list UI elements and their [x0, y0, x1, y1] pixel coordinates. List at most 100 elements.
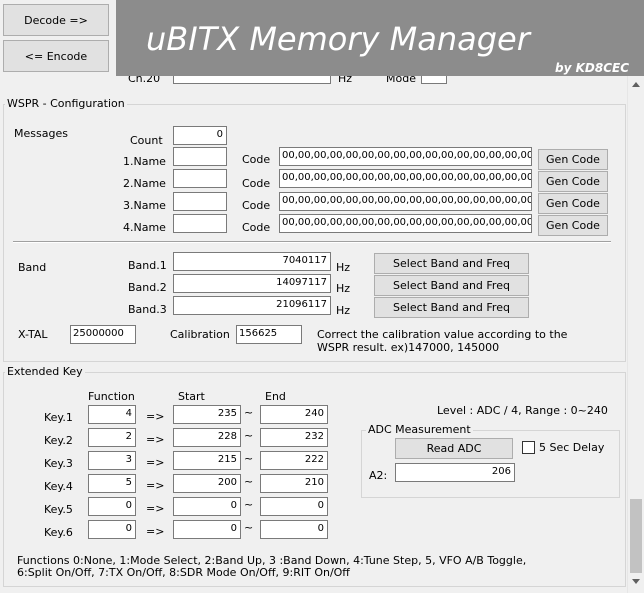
key-2-end-input[interactable]: 232 — [260, 428, 328, 447]
scroll-down-arrow-icon[interactable] — [632, 579, 640, 584]
mode-label: Mode — [386, 76, 416, 85]
level-note: Level : ADC / 4, Range : 0~240 — [437, 404, 608, 417]
key-2-label: Key.2 — [44, 434, 73, 447]
code-4-label: Code — [242, 221, 271, 234]
band-1-label: Band.1 — [128, 259, 167, 272]
select-band-2-button[interactable]: Select Band and Freq — [374, 275, 529, 296]
read-adc-button[interactable]: Read ADC — [395, 438, 513, 459]
delay-label: 5 Sec Delay — [539, 441, 605, 454]
wspr-group-label: WSPR - Configuration — [5, 97, 127, 110]
a2-input[interactable]: 206 — [395, 463, 515, 482]
code-1-label: Code — [242, 153, 271, 166]
key-2-tilde: ~ — [244, 429, 254, 442]
a2-label: A2: — [369, 469, 388, 482]
band-2-label: Band.2 — [128, 281, 167, 294]
key-6-label: Key.6 — [44, 526, 73, 539]
gen-code-2-button[interactable]: Gen Code — [538, 171, 608, 192]
start-header: Start — [178, 390, 205, 403]
extended-key-group-label: Extended Key — [5, 365, 85, 378]
code-2-input[interactable]: 00,00,00,00,00,00,00,00,00,00,00,00,00,0… — [279, 169, 532, 188]
key-2-function-input[interactable]: 2 — [88, 428, 136, 447]
name-2-label: 2.Name — [123, 177, 166, 190]
wspr-separator — [13, 241, 611, 243]
band-3-input[interactable]: 21096117 — [173, 296, 331, 315]
band-3-label: Band.3 — [128, 303, 167, 316]
calibration-label: Calibration — [170, 328, 230, 341]
name-3-label: 3.Name — [123, 199, 166, 212]
key-3-start-input[interactable]: 215 — [173, 451, 241, 470]
band-1-hz-label: Hz — [336, 261, 351, 274]
band-1-input[interactable]: 7040117 — [173, 252, 331, 271]
key-1-start-input[interactable]: 235 — [173, 405, 241, 424]
adc-group — [361, 430, 620, 498]
band-label: Band — [18, 261, 47, 274]
key-1-label: Key.1 — [44, 411, 73, 424]
code-4-input[interactable]: 00,00,00,00,00,00,00,00,00,00,00,00,00,0… — [279, 214, 532, 233]
extended-key-group — [3, 372, 626, 587]
scroll-up-arrow-icon[interactable] — [632, 82, 640, 87]
band-3-hz-label: Hz — [336, 304, 351, 317]
adc-group-label: ADC Measurement — [366, 423, 473, 436]
gen-code-4-button[interactable]: Gen Code — [538, 215, 608, 236]
scrollbar-thumb[interactable] — [630, 499, 642, 573]
key-5-function-input[interactable]: 0 — [88, 497, 136, 516]
code-1-input[interactable]: 00,00,00,00,00,00,00,00,00,00,00,00,00,0… — [279, 147, 532, 166]
key-1-function-input[interactable]: 4 — [88, 405, 136, 424]
key-4-label: Key.4 — [44, 480, 73, 493]
key-6-end-input[interactable]: 0 — [260, 520, 328, 539]
key-1-arrow: => — [146, 410, 165, 423]
key-3-function-input[interactable]: 3 — [88, 451, 136, 470]
key-4-tilde: ~ — [244, 475, 254, 488]
mode-combo[interactable] — [421, 76, 447, 84]
code-2-label: Code — [242, 177, 271, 190]
key-6-arrow: => — [146, 525, 165, 538]
gen-code-3-button[interactable]: Gen Code — [538, 193, 608, 214]
messages-label: Messages — [14, 127, 68, 140]
key-4-arrow: => — [146, 479, 165, 492]
decode-button[interactable]: Decode => — [3, 4, 109, 36]
xtal-input[interactable]: 25000000 — [70, 325, 136, 344]
top-hz-label: Hz — [338, 76, 353, 85]
channel-label: Ch.20 — [128, 76, 161, 85]
app-title: uBITX Memory Manager — [146, 20, 530, 58]
key-4-end-input[interactable]: 210 — [260, 474, 328, 493]
encode-button[interactable]: <= Encode — [3, 40, 109, 72]
name-3-input[interactable] — [173, 192, 227, 211]
code-3-input[interactable]: 00,00,00,00,00,00,00,00,00,00,00,00,00,0… — [279, 192, 532, 211]
functions-note-line-1: Functions 0:None, 1:Mode Select, 2:Band … — [17, 554, 527, 567]
key-5-label: Key.5 — [44, 503, 73, 516]
key-4-function-input[interactable]: 5 — [88, 474, 136, 493]
key-5-start-input[interactable]: 0 — [173, 497, 241, 516]
key-5-tilde: ~ — [244, 498, 254, 511]
key-6-function-input[interactable]: 0 — [88, 520, 136, 539]
key-2-start-input[interactable]: 228 — [173, 428, 241, 447]
key-5-end-input[interactable]: 0 — [260, 497, 328, 516]
vertical-scrollbar[interactable] — [627, 76, 644, 593]
count-input[interactable]: 0 — [173, 126, 227, 145]
key-1-tilde: ~ — [244, 406, 254, 419]
select-band-3-button[interactable]: Select Band and Freq — [374, 297, 529, 318]
key-6-start-input[interactable]: 0 — [173, 520, 241, 539]
channel-combo[interactable] — [173, 76, 331, 84]
delay-checkbox[interactable] — [522, 441, 535, 454]
key-4-start-input[interactable]: 200 — [173, 474, 241, 493]
calibration-note-line-2: WSPR result. ex)147000, 145000 — [317, 341, 500, 354]
wspr-group — [3, 104, 626, 362]
select-band-1-button[interactable]: Select Band and Freq — [374, 253, 529, 274]
key-3-label: Key.3 — [44, 457, 73, 470]
name-4-input[interactable] — [173, 214, 227, 233]
calibration-input[interactable]: 156625 — [236, 325, 302, 344]
app-byline: by KD8CEC — [555, 61, 630, 75]
top-strip: Ch.20 Hz Mode — [116, 76, 626, 86]
functions-note-line-2: 6:Split On/Off, 7:TX On/Off, 8:SDR Mode … — [17, 566, 350, 579]
count-label: Count — [130, 134, 163, 147]
calibration-note-line-1: Correct the calibration value according … — [317, 328, 568, 341]
name-2-input[interactable] — [173, 169, 227, 188]
key-1-end-input[interactable]: 240 — [260, 405, 328, 424]
name-1-input[interactable] — [173, 147, 227, 166]
key-6-tilde: ~ — [244, 521, 254, 534]
key-3-end-input[interactable]: 222 — [260, 451, 328, 470]
gen-code-1-button[interactable]: Gen Code — [538, 149, 608, 170]
code-3-label: Code — [242, 199, 271, 212]
band-2-input[interactable]: 14097117 — [173, 274, 331, 293]
